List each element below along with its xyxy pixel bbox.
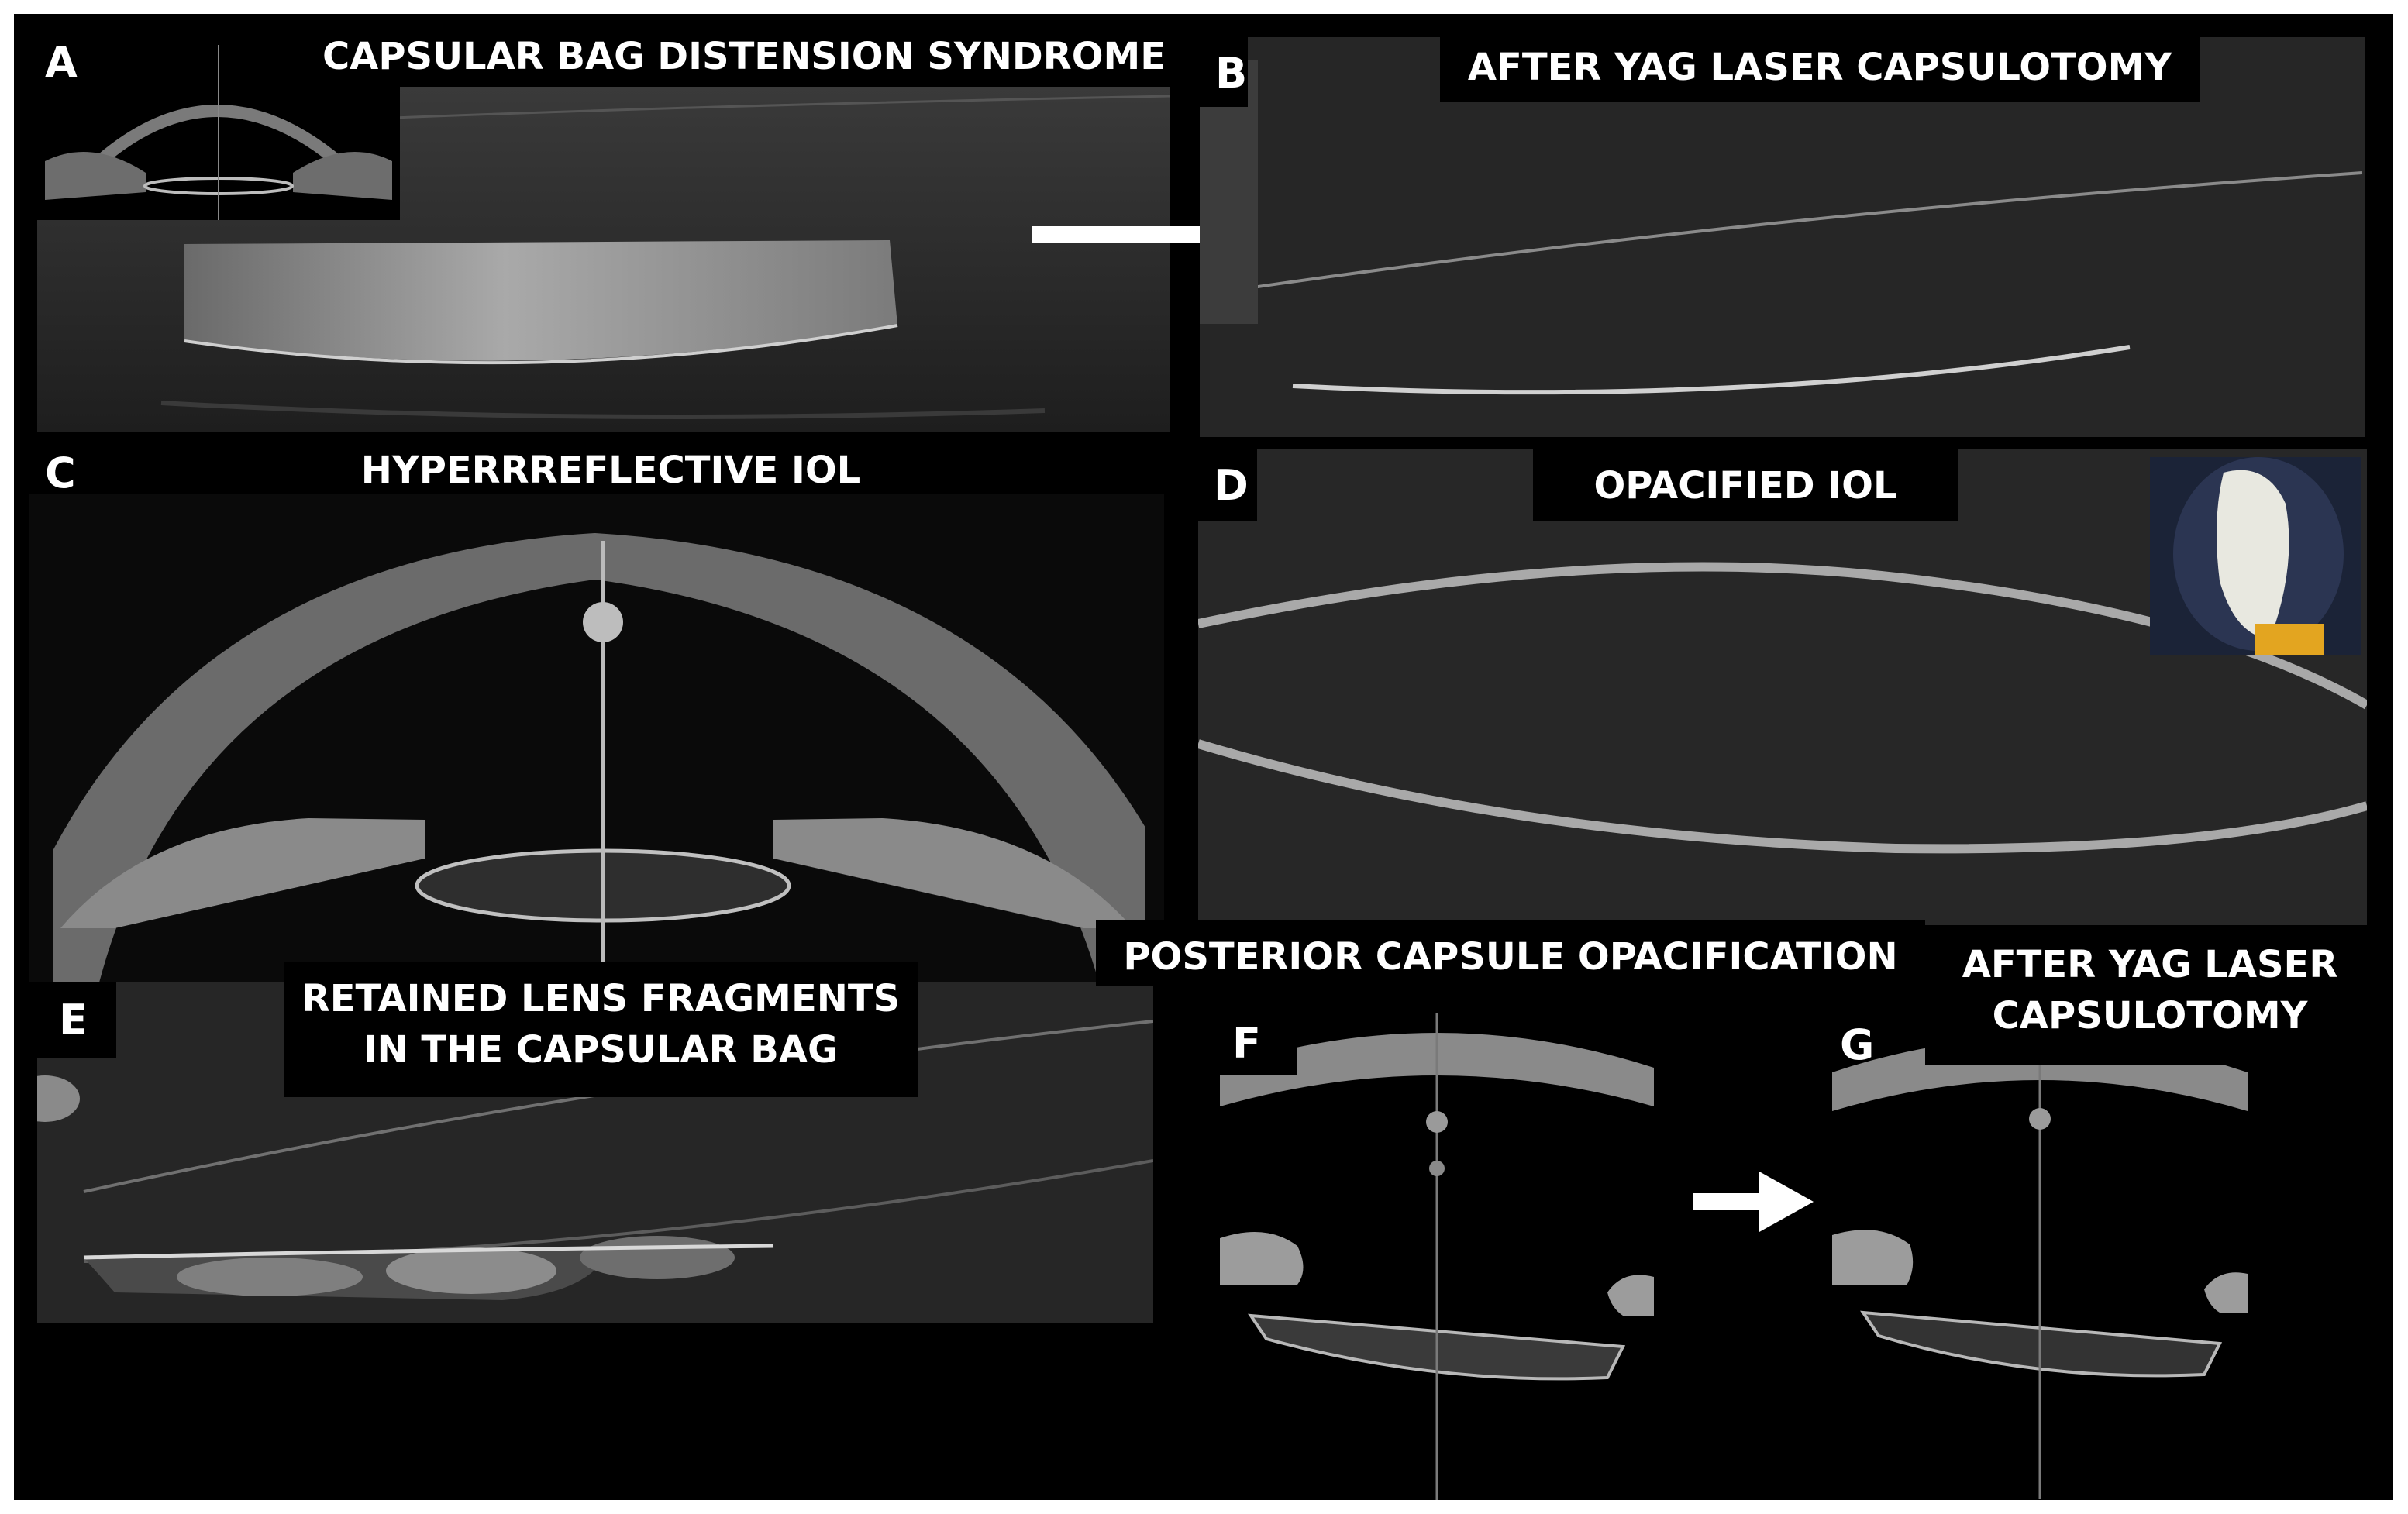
- panel-e-image: [37, 982, 1153, 1323]
- panel-f-title: POSTERIOR CAPSULE OPACIFICATION: [1096, 920, 1925, 986]
- panel-d-letter: D: [1198, 449, 1257, 521]
- panel-f-letter: F: [1220, 1006, 1297, 1075]
- panel-a-title: CAPSULAR BAG DISTENSION SYNDROME: [318, 26, 1170, 88]
- panel-d-inset-photo: [2150, 457, 2361, 655]
- panel-b-image: [1200, 37, 2365, 437]
- panel-b-letter: B: [1200, 37, 1248, 107]
- panel-g-letter: G: [1840, 1020, 1875, 1069]
- panel-d-title: OPACIFIED IOL: [1533, 445, 1958, 521]
- panel-c-title: HYPERRREFLECTIVE IOL: [360, 449, 861, 492]
- panel-f-image: [1220, 1013, 1654, 1500]
- panel-g-title-line1: AFTER YAG LASER: [1962, 943, 2338, 986]
- panel-g-title: AFTER YAG LASER CAPSULOTOMY: [1925, 928, 2375, 1065]
- panel-b-title: AFTER YAG LASER CAPSULOTOMY: [1440, 29, 2200, 102]
- right-arrow-icon-2: [1693, 1172, 1814, 1232]
- panel-e-title: RETAINED LENS FRAGMENTS IN THE CAPSULAR …: [284, 962, 918, 1097]
- panel-e-title-line2: IN THE CAPSULAR BAG: [363, 1028, 839, 1072]
- panel-d-image: [1198, 449, 2367, 925]
- figure-frame: A CAPSULAR BAG DISTENSION SYNDROME B AFT…: [14, 14, 2393, 1500]
- panel-e-letter: E: [37, 982, 116, 1058]
- panel-g-image: [1832, 1018, 2248, 1499]
- panel-a-letter: A: [45, 38, 78, 87]
- panel-e-title-line1: RETAINED LENS FRAGMENTS: [301, 977, 901, 1020]
- panel-c-letter: C: [45, 449, 76, 497]
- panel-g-title-line2: CAPSULOTOMY: [1992, 994, 2308, 1038]
- panel-c-image: [29, 494, 1164, 982]
